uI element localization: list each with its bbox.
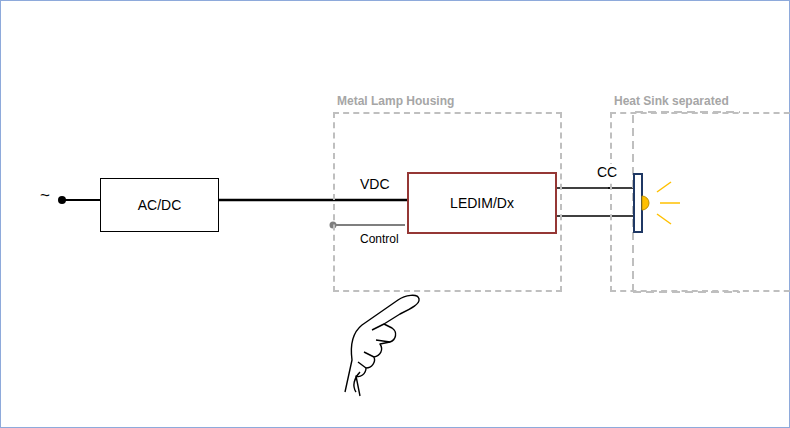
led-dome: [642, 196, 649, 210]
light-rays: [657, 182, 680, 224]
pointing-hand: [345, 295, 419, 396]
signal-name: VDC: [359, 176, 391, 192]
mains-wire: [62, 199, 100, 201]
power-wire: [219, 199, 407, 202]
region-heading: Metal Lamp Housing: [337, 94, 454, 108]
heat-sink-outline: [633, 112, 740, 292]
current-wire: [557, 187, 610, 189]
housing-region: Metal Lamp HousingLEDIM/Dx: [333, 112, 562, 292]
region-heading: Heat Sink separated: [614, 94, 729, 108]
process-box: AC/DC: [100, 178, 219, 232]
signal-name: CC: [596, 164, 618, 180]
control-wire: [333, 224, 405, 226]
signal-name: Control: [360, 232, 399, 246]
led-body: [634, 174, 642, 232]
heat-sink-region: Heat Sink separated: [610, 112, 790, 292]
box-label: LEDIM/Dx: [409, 195, 555, 211]
driver-box: LEDIM/Dx: [407, 172, 557, 234]
box-label: AC/DC: [101, 197, 218, 213]
ac-symbol: ~: [40, 186, 50, 206]
